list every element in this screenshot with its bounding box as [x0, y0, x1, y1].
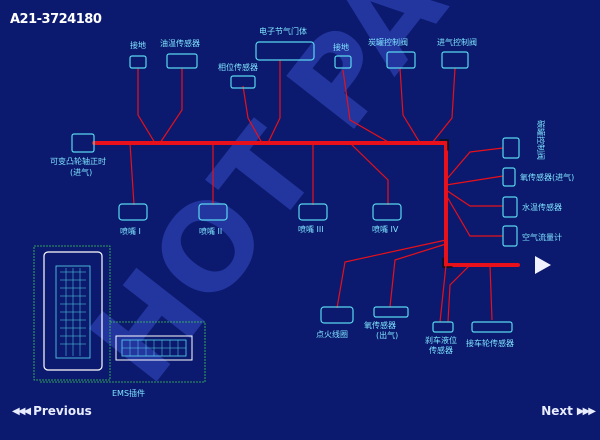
connector-intake: [441, 51, 469, 69]
ecu-pin-grid: [60, 268, 86, 356]
label-knock-valve: 碳罐控制阀: [536, 120, 546, 160]
label-vvt-1: 可变凸轮轴正时: [50, 156, 106, 166]
connector-vvt: [71, 133, 95, 153]
connector-ground-1: [129, 55, 147, 69]
connector-wheel-speed: [471, 321, 513, 333]
next-button[interactable]: Next ▶▶▶: [541, 402, 596, 420]
label-wheel-speed: 接车轮传感器: [466, 338, 514, 348]
label-o2-intake: 氧传感器(进气): [520, 172, 574, 182]
label-brake-2: 传感器: [429, 345, 453, 355]
label-phase: 相位传感器: [218, 62, 258, 72]
connector-throttle: [255, 41, 315, 61]
label-injector-4: 喷嘴 IV: [372, 224, 399, 234]
label-intake: 进气控制阀: [437, 37, 477, 47]
connector-coolant: [502, 196, 518, 218]
play-icon[interactable]: [532, 254, 554, 276]
connector-injector-2: [198, 203, 228, 221]
label-oil-temp: 油温传感器: [160, 38, 200, 48]
connector-phase: [230, 75, 256, 89]
part-number: A21-3724180: [10, 12, 102, 27]
label-ems: EMS插件: [112, 388, 145, 398]
connectors: [71, 41, 520, 333]
connector-oil-temp: [166, 53, 198, 69]
connector-ignition: [320, 306, 354, 324]
connector-o2-exhaust: [373, 306, 409, 318]
label-coolant: 水温传感器: [522, 202, 562, 212]
connector-o2-intake: [502, 167, 516, 187]
connector-knock-valve: [502, 137, 520, 159]
label-purge: 炭罐控制阀: [368, 37, 408, 47]
label-vvt-2: (进气): [70, 167, 92, 177]
label-throttle: 电子节气门体: [259, 26, 307, 36]
label-ground-2: 接地: [333, 42, 349, 52]
next-arrows-icon: ▶▶▶: [576, 405, 596, 417]
label-ground-1: 接地: [130, 40, 146, 50]
connector-injector-4: [372, 203, 402, 221]
previous-button[interactable]: ◀◀◀ Previous: [12, 402, 92, 420]
previous-label: Previous: [33, 404, 92, 418]
branch-wires: [129, 60, 504, 323]
label-injector-2: 喷嘴 II: [199, 226, 222, 236]
label-injector-3: 喷嘴 III: [298, 224, 324, 234]
ecu-area: [33, 245, 206, 383]
label-o2-exhaust-1: 氧传感器: [364, 320, 396, 330]
label-ignition: 点火线圈: [316, 329, 348, 339]
next-label: Next: [541, 404, 573, 418]
connector-brake: [432, 321, 454, 333]
label-air-flow: 空气流量计: [522, 232, 562, 242]
label-brake-1: 刹车液位: [425, 335, 457, 345]
diagram-labels: 接地 油温传感器 电子节气门体 相位传感器 接地 炭罐控制阀 进气控制阀 可变凸…: [50, 26, 574, 398]
connector-injector-3: [298, 203, 328, 221]
previous-arrows-icon: ◀◀◀: [12, 405, 31, 417]
label-o2-exhaust-2: (出气): [376, 330, 398, 340]
label-injector-1: 喷嘴 I: [120, 226, 141, 236]
main-harness: [92, 139, 520, 268]
connector-ground-2: [334, 55, 352, 69]
connector-air-flow: [502, 225, 518, 247]
connector-purge: [386, 51, 416, 69]
connector-injector-1: [118, 203, 148, 221]
